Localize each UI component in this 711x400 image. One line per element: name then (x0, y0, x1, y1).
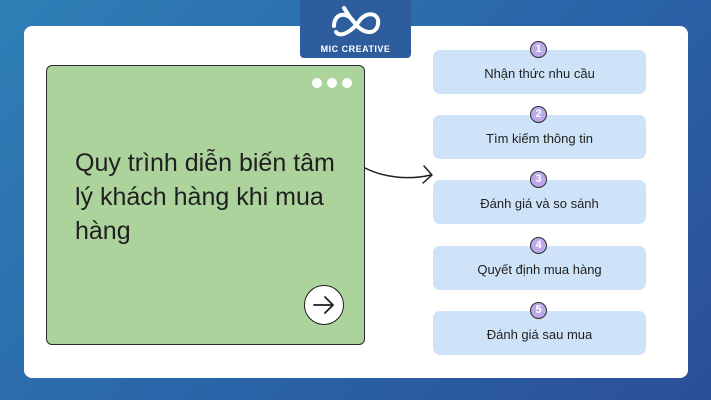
arrow-right-button[interactable] (304, 285, 344, 325)
step-label: Quyết định mua hàng (477, 262, 602, 277)
step-3: 3 Đánh giá và so sánh (433, 171, 646, 224)
step-number-badge: 1 (530, 41, 547, 58)
infinity-logo-icon (332, 6, 381, 37)
step-5: 5 Đánh giá sau mua (433, 302, 646, 355)
curved-arrow-connector (364, 165, 433, 184)
arrow-right-icon (313, 296, 334, 314)
title-panel: Quy trình diễn biến tâm lý khách hàng kh… (46, 65, 365, 345)
step-number-badge: 5 (530, 302, 547, 319)
step-label: Đánh giá sau mua (486, 327, 593, 342)
brand-logo: MIC CREATIVE (300, 0, 411, 58)
brand-name: MIC CREATIVE (320, 44, 391, 54)
step-4: 4 Quyết định mua hàng (433, 237, 646, 290)
step-number-badge: 2 (530, 106, 547, 123)
step-label: Tìm kiếm thông tin (486, 131, 593, 146)
step-number-badge: 4 (530, 237, 547, 254)
step-2: 2 Tìm kiếm thông tin (433, 106, 646, 159)
step-1: 1 Nhận thức nhu cầu (433, 41, 646, 94)
step-number-badge: 3 (530, 171, 547, 188)
step-label: Đánh giá và so sánh (480, 196, 599, 211)
window-dots-icon (312, 78, 352, 88)
step-label: Nhận thức nhu cầu (484, 66, 595, 81)
panel-title: Quy trình diễn biến tâm lý khách hàng kh… (75, 149, 335, 245)
